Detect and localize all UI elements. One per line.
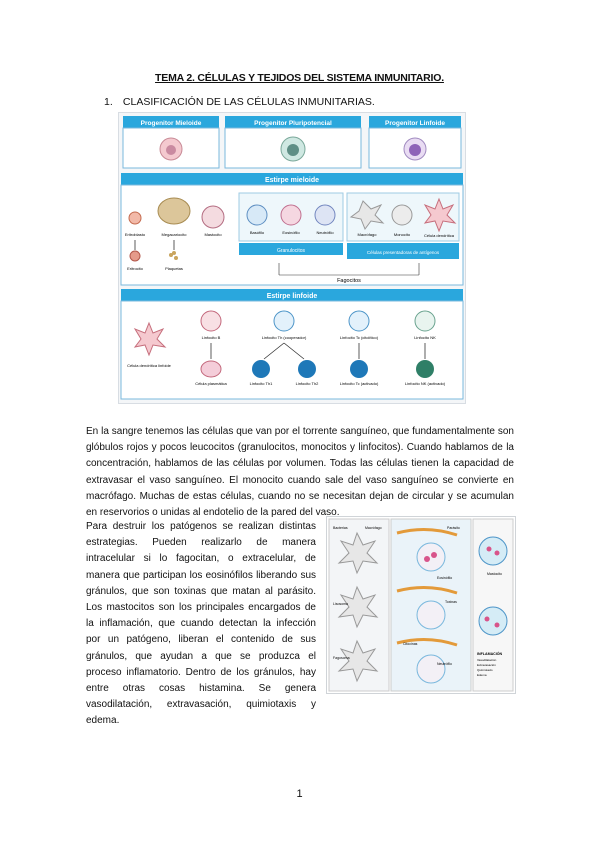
nk-lymphocyte-label: Linfocito NK bbox=[414, 335, 436, 340]
macrophage-label: Macrófago bbox=[358, 232, 378, 237]
macrophage-label-2: Macrófago bbox=[365, 526, 382, 530]
progenitor-myeloid-label: Progenitor Mieloide bbox=[141, 120, 202, 127]
platelets-label: Plaquetas bbox=[165, 266, 183, 271]
plasma-cell-label: Célula plasmática bbox=[195, 381, 227, 386]
dendritic-cell-label: Célula dendrítica bbox=[424, 233, 455, 238]
vasodilation-label: Vasodilatación bbox=[477, 658, 497, 662]
pathogen-destruction-figure: Bacterias Macrófago Lisosoma Fagosoma Pa… bbox=[326, 516, 516, 694]
tc-activated-label: Linfocito Tc (activado) bbox=[340, 381, 379, 386]
nk-activated-label: Linfocito NK (activado) bbox=[405, 381, 446, 386]
inflammation-label: INFLAMACIÓN bbox=[477, 651, 503, 656]
megakaryocyte-label: Megacariocito bbox=[162, 232, 188, 237]
document-title: TEMA 2. CÉLULAS Y TEJIDOS DEL SISTEMA IN… bbox=[155, 72, 444, 84]
myeloid-header: Estirpe mieloide bbox=[265, 177, 319, 184]
th-lymphocyte-label: Linfocito Th (cooperador) bbox=[262, 335, 307, 340]
b-lymphocyte-label: Linfocito B bbox=[202, 335, 221, 340]
phagocytes-label: Fagocitos bbox=[337, 278, 361, 284]
section-number: 1. bbox=[104, 96, 113, 108]
granulocytes-label: Granulocitos bbox=[277, 248, 306, 254]
parasite-label: Parásito bbox=[447, 526, 460, 530]
mast-cell-label-2: Mastocito bbox=[487, 572, 502, 576]
toxins-label: Toxinas bbox=[445, 600, 457, 604]
section-title: CLASIFICACIÓN DE LAS CÉLULAS INMUNITARIA… bbox=[122, 96, 375, 108]
lymphoid-header: Estirpe linfoide bbox=[267, 293, 318, 300]
th2-label: Linfocito Th2 bbox=[296, 381, 320, 386]
edema-label: Edema bbox=[477, 673, 487, 677]
immune-cells-classification-figure: Progenitor Mieloide Progenitor Pluripote… bbox=[118, 112, 466, 404]
neutrophil-label-2: Neutrófilo bbox=[437, 662, 452, 666]
erythroblast-label: Eritroblasto bbox=[125, 232, 146, 237]
lysosome-label: Lisosoma bbox=[333, 602, 348, 606]
cytokines-label: Citocinas bbox=[403, 642, 418, 646]
paragraph-pathogen-destruction: Para destruir los patógenos se realizan … bbox=[86, 521, 316, 727]
paragraph-blood-cells: En la sangre tenemos las células que van… bbox=[86, 426, 514, 519]
bacteria-label: Bacterias bbox=[333, 526, 348, 530]
page-number: 1 bbox=[296, 788, 303, 800]
mast-cell-label: Mastocito bbox=[204, 232, 222, 237]
eosinophil-label-2: Eosinófilo bbox=[437, 576, 452, 580]
extravasation-label: Extravasación bbox=[477, 663, 496, 667]
lymphoid-dendritic-label: Célula dendrítica linfoide bbox=[127, 363, 172, 368]
progenitor-pluripotent-label: Progenitor Pluripotencial bbox=[254, 120, 332, 127]
phagosome-label: Fagosoma bbox=[333, 656, 350, 660]
section-heading: 1. CLASIFICACIÓN DE LAS CÉLULAS INMUNITA… bbox=[104, 96, 375, 108]
eosinophil-label: Eosinófilo bbox=[282, 230, 300, 235]
erythrocyte-label: Eritrocito bbox=[127, 266, 144, 271]
th1-label: Linfocito Th1 bbox=[250, 381, 274, 386]
monocyte-label: Monocito bbox=[394, 232, 411, 237]
basophil-label: Basófilo bbox=[250, 230, 265, 235]
neutrophil-label: Neutrófilo bbox=[316, 230, 334, 235]
chemotaxis-label: Quimiotaxis bbox=[477, 668, 493, 672]
tc-lymphocyte-label: Linfocito Tc (citolítico) bbox=[340, 335, 379, 340]
apc-label: Células presentadoras de antígenos bbox=[367, 250, 440, 255]
progenitor-lymphoid-label: Progenitor Linfoide bbox=[385, 120, 445, 127]
